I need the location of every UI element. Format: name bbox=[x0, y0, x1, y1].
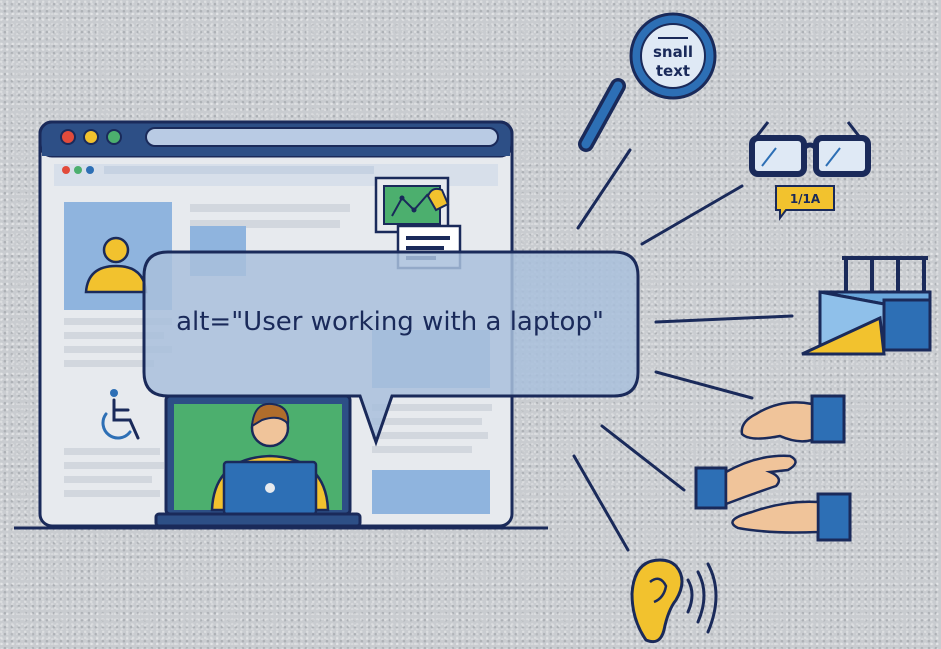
address-bar bbox=[145, 127, 499, 147]
wheelchair-icon bbox=[101, 389, 140, 440]
subtitle-badge-text: 1/1A bbox=[790, 192, 821, 206]
minimize-dot-icon bbox=[83, 129, 99, 145]
ear-icon bbox=[630, 558, 718, 644]
chart-document-icon bbox=[374, 176, 462, 270]
ramp-icon bbox=[801, 256, 932, 356]
eyeglasses-icon: 1/1A bbox=[749, 121, 871, 221]
alt-text-speech-bubble: alt="User working with a laptop" bbox=[142, 250, 640, 447]
magnifying-glass-icon: snall text bbox=[578, 12, 717, 152]
connector-lines bbox=[572, 148, 794, 552]
maximize-dot-icon bbox=[106, 129, 122, 145]
magnifier-text-line1: snall bbox=[653, 43, 693, 61]
subtitle-badge: 1/1A bbox=[775, 185, 835, 221]
page-text-lines bbox=[64, 204, 492, 497]
user-avatar-icon bbox=[84, 236, 148, 294]
magnifier-text-line2: text bbox=[656, 62, 690, 80]
alt-text-label: alt="User working with a laptop" bbox=[176, 307, 604, 337]
close-dot-icon bbox=[60, 129, 76, 145]
laptop-user-icon bbox=[154, 394, 362, 528]
helping-hands-icon bbox=[694, 394, 852, 542]
